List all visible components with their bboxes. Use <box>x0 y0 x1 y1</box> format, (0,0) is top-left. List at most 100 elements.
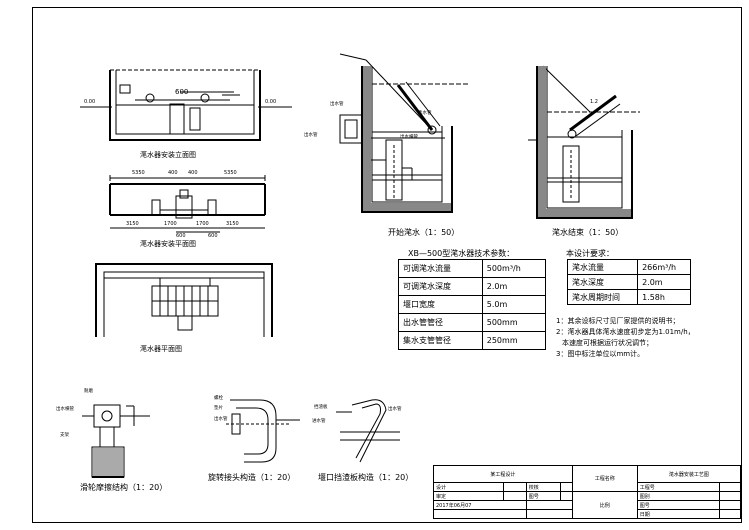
tb-right: 日期 <box>636 509 721 519</box>
plan-install-linework <box>109 175 266 233</box>
plan-install-dim-l1: 600 <box>176 233 186 239</box>
note-3: 本速度可根据运行状况调节； <box>562 339 653 347</box>
note-1: 1：其余设标尺寸见厂家提供的说明书； <box>556 317 680 325</box>
spec-param: 出水管管径 <box>398 313 483 332</box>
design-param: 滗水深度 <box>566 274 639 290</box>
spec-value: 5.0m <box>481 295 547 314</box>
tb-right: 图别 <box>636 491 721 501</box>
design-value: 266m³/h <box>637 259 691 275</box>
tb-scale: 比例 <box>571 491 638 519</box>
weir-label-2: 进水管 <box>312 419 326 424</box>
plan-install-dim-b4: 3150 <box>226 221 239 227</box>
spec-value: 250mm <box>481 331 547 350</box>
plan-install-dim-l2: 600 <box>208 233 218 239</box>
opening-section-linework <box>339 53 470 213</box>
plan-install-dim-3: 400 <box>188 170 198 176</box>
design-value: 2.0m <box>637 274 691 290</box>
tb-right-value <box>719 491 741 501</box>
weir-linework <box>336 399 400 463</box>
elevation-linework <box>80 69 292 141</box>
note-4: 3：图中标注单位以mm计。 <box>556 350 645 358</box>
tb-cell-value <box>560 482 573 492</box>
spec-value: 500m³/h <box>481 259 547 278</box>
tb-right-value <box>719 509 741 519</box>
tb-cell-value <box>502 491 527 501</box>
pulley-title: 滑轮摩擦结构（1：20） <box>80 483 168 492</box>
plan-install-dim-1: 5350 <box>132 170 145 176</box>
end-label-1: 1.2 <box>590 99 598 105</box>
tb-date: 2017年06月07 <box>433 500 527 510</box>
elevation-dim: 600 <box>175 88 189 96</box>
weir-label-3: 出水管 <box>388 407 402 412</box>
tb-cell-value <box>525 500 573 510</box>
spec-value: 500mm <box>481 313 547 332</box>
elevation-level-left: 0.00 <box>84 99 96 105</box>
design-param: 滗水流量 <box>566 259 639 275</box>
end-section-linework <box>528 65 640 219</box>
tb-right: 工程号 <box>636 482 721 492</box>
pulley-label-3: 出水横管 <box>56 407 74 412</box>
plan-install-title: 滗水器安装平面图 <box>140 240 196 248</box>
elevation-title: 滗水器安装立面图 <box>140 151 196 159</box>
note-2: 2：滗水器具体滗水速度初步定为1.01m/h， <box>556 328 695 336</box>
tb-cell: 图号 <box>525 491 562 501</box>
swivel-label-3: 出水管 <box>214 417 228 422</box>
opening-label-4: 出水横管 <box>400 135 418 140</box>
end-title: 滗水结束（1：50） <box>552 228 624 237</box>
plan-linework <box>95 263 273 337</box>
swivel-linework <box>226 399 300 463</box>
plan-install-dim-2: 400 <box>168 170 178 176</box>
tb-drawing-name: 滗水器安装工艺图 <box>636 465 742 483</box>
title-block: 某工程设计 工程名称 滗水器安装工艺图 设计 校核 工程号 审定 图号 比例 图… <box>433 465 742 519</box>
plan-title: 滗水器平面图 <box>140 345 182 353</box>
weir-label-1: 挡渣板 <box>314 405 328 410</box>
spec-value: 2.0m <box>481 277 547 296</box>
design-param: 滗水周期时间 <box>566 289 639 305</box>
plan-install-dim-b3: 1700 <box>196 221 209 227</box>
tb-cell-value <box>502 482 527 492</box>
tb-cell-value <box>525 509 573 519</box>
tb-cell: 设计 <box>433 482 504 492</box>
plan-install-dim-b1: 3150 <box>126 221 139 227</box>
swivel-label-1: 螺栓 <box>214 396 223 401</box>
spec-param: 可调滗水流量 <box>398 259 483 278</box>
swivel-title: 旋转接头构造（1：20） <box>208 473 296 482</box>
design-value: 1.58h <box>637 289 691 305</box>
tb-cell-value <box>560 491 573 501</box>
spec-param: 集水支管管径 <box>398 331 483 350</box>
elevation-level-right: 0.00 <box>265 99 277 105</box>
pulley-label-2: 支架 <box>60 433 69 438</box>
plan-install-dim-b2: 1700 <box>164 221 177 227</box>
opening-label-2: 集水管 <box>418 111 432 116</box>
opening-title: 开始滗水（1：50） <box>388 228 460 237</box>
tb-cell: 校核 <box>525 482 562 492</box>
tb-right: 图号 <box>636 500 721 510</box>
pulley-label-1: 耐磨 <box>84 389 93 394</box>
tb-cell-value <box>433 509 527 519</box>
plan-install-dim-4: 5350 <box>224 170 237 176</box>
tb-right-value <box>719 500 741 510</box>
drawing-frame <box>32 7 742 523</box>
tb-right-value <box>719 482 741 492</box>
spec-param: 可调滗水深度 <box>398 277 483 296</box>
opening-label-1: 出水管 <box>330 102 344 107</box>
tb-cell: 审定 <box>433 491 504 501</box>
weir-title: 堰口挡渣板构造（1：20） <box>318 473 414 482</box>
swivel-label-2: 垫片 <box>214 406 223 411</box>
opening-label-3: 出水管 <box>304 133 318 138</box>
design-title: 本设计要求： <box>566 249 614 258</box>
tb-project: 某工程设计 <box>433 465 573 483</box>
spec-title: XB—500型滗水器技术参数： <box>408 249 515 258</box>
